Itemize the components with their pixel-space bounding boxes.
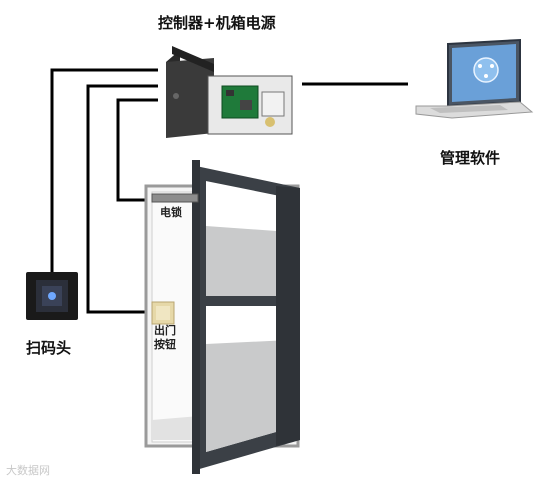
- controller-label: 控制器+机箱电源: [158, 14, 276, 32]
- exit-button-icon: [151, 301, 175, 325]
- electric-lock-icon: [151, 193, 199, 203]
- qr-scanner-icon: [26, 272, 78, 320]
- laptop-icon: [415, 38, 534, 119]
- door-leaf: [192, 160, 300, 474]
- watermark: 大数据网: [6, 464, 50, 477]
- line-controller-to-exit-button: [86, 84, 158, 314]
- connection-lines: [50, 68, 408, 314]
- line-controller-to-scanner: [50, 68, 158, 272]
- exit-button-label: 出门按钮: [154, 324, 176, 351]
- scanner-label: 扫码头: [26, 339, 72, 357]
- software-label: 管理软件: [440, 149, 501, 167]
- lock-label: 电锁: [160, 206, 182, 219]
- controller-box-icon: [166, 46, 293, 138]
- line-controller-to-lock: [116, 98, 158, 202]
